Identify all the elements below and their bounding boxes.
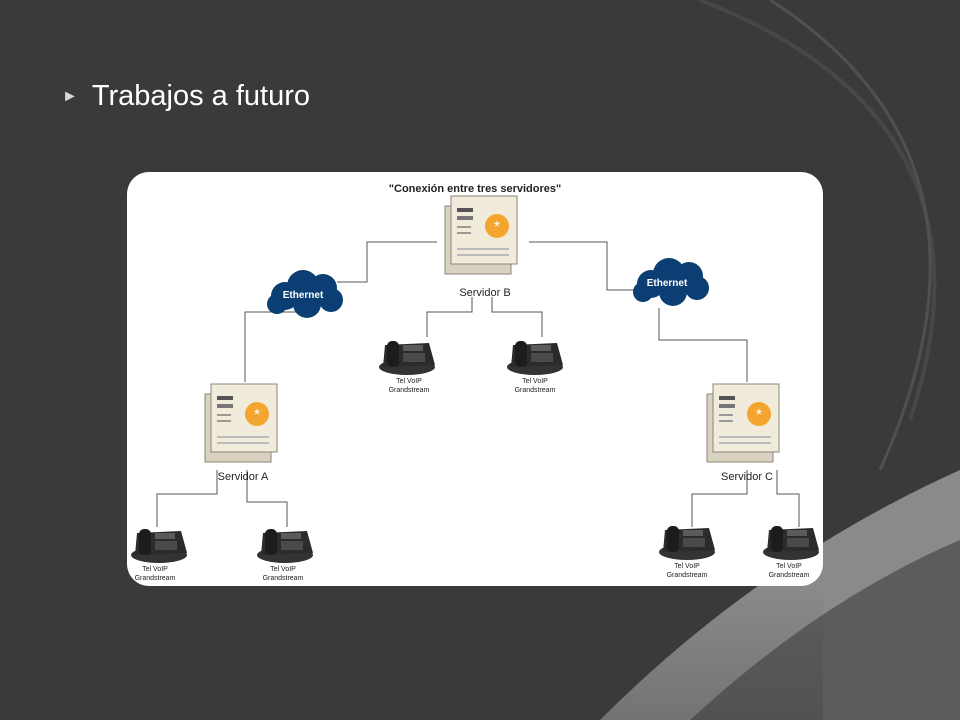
phone-c1-label1: Tel VoIP bbox=[674, 563, 700, 570]
phone-a1 bbox=[131, 529, 187, 563]
phone-c2 bbox=[763, 526, 819, 560]
bullet-text: Trabajos a futuro bbox=[91, 80, 310, 112]
phone-b2-label2: Grandstream bbox=[515, 387, 556, 394]
phone-a1-label2: Grandstream bbox=[135, 575, 176, 582]
phone-b2 bbox=[507, 341, 563, 375]
phone-a2-label1: Tel VoIP bbox=[270, 566, 296, 573]
phone-a2-label2: Grandstream bbox=[263, 575, 304, 582]
connection-lines bbox=[156, 241, 800, 527]
bullet-item: ► Trabajos a futuro bbox=[62, 80, 310, 113]
server-b-label: Servidor B bbox=[459, 287, 510, 299]
phone-c2-label1: Tel VoIP bbox=[776, 563, 802, 570]
phone-c1-label2: Grandstream bbox=[667, 572, 708, 579]
server-b bbox=[444, 195, 518, 275]
phone-a2 bbox=[257, 529, 313, 563]
phone-b1-label2: Grandstream bbox=[389, 387, 430, 394]
bullet-arrow-icon: ► bbox=[62, 87, 78, 105]
server-c-label: Servidor C bbox=[721, 471, 773, 483]
phone-c1 bbox=[659, 526, 715, 560]
server-a bbox=[204, 383, 278, 463]
diagram-title: "Conexión entre tres servidores" bbox=[389, 183, 561, 195]
phone-b1-label1: Tel VoIP bbox=[396, 378, 422, 385]
phone-b2-label1: Tel VoIP bbox=[522, 378, 548, 385]
phone-c2-label2: Grandstream bbox=[769, 572, 810, 579]
network-diagram: * bbox=[127, 172, 823, 586]
ethernet-right-label: Ethernet bbox=[647, 278, 688, 289]
server-c bbox=[706, 383, 780, 463]
ethernet-left-label: Ethernet bbox=[283, 290, 324, 301]
phone-a1-label1: Tel VoIP bbox=[142, 566, 168, 573]
diagram-reflection bbox=[127, 586, 823, 720]
server-a-label: Servidor A bbox=[218, 471, 269, 483]
phone-b1 bbox=[379, 341, 435, 375]
